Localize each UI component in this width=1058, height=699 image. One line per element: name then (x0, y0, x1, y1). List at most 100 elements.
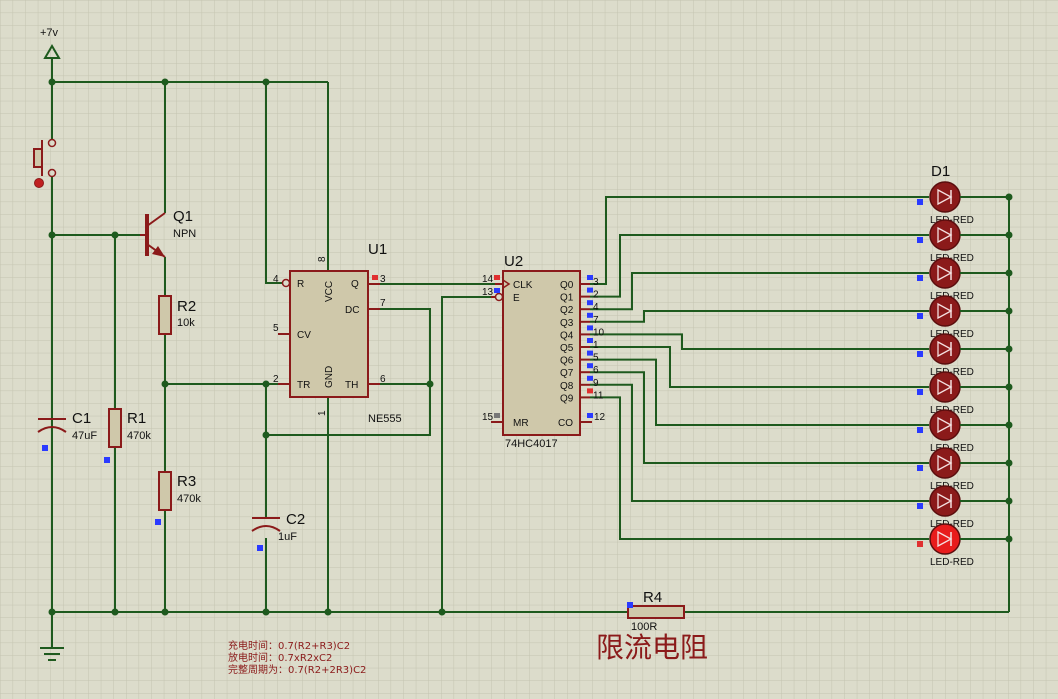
probe-marker (917, 427, 923, 433)
led-5[interactable]: LED-RED (917, 333, 1013, 378)
u2-output-name: Q4 (560, 330, 574, 341)
led-body (929, 219, 961, 251)
led-label: LED-RED (930, 481, 974, 492)
logic-probe (587, 363, 593, 369)
led-body (929, 409, 961, 441)
diode-arrow-icon (937, 264, 953, 282)
logic-probe-low (494, 288, 500, 293)
probe-marker (917, 351, 923, 357)
ic-u1-ne555[interactable]: U1 NE555 R CV TR Q DC TH VCC GND 4 5 2 3… (273, 241, 402, 425)
capacitor-c2[interactable]: C2 1uF (251, 511, 305, 551)
logic-probe (587, 338, 593, 343)
logic-probe-high (494, 275, 500, 280)
junction-dot (1005, 345, 1013, 353)
probe-marker (155, 519, 161, 525)
u1-num-th: 6 (380, 374, 386, 385)
u2-output-pin-number: 3 (593, 277, 599, 288)
u2-num-e: 13 (482, 287, 494, 298)
logic-probe (587, 388, 593, 394)
u2-num-mr: 15 (482, 412, 494, 423)
logic-probe (587, 300, 593, 306)
u1-num-q: 3 (380, 274, 386, 285)
probe-marker (627, 602, 633, 608)
output-wire (590, 234, 929, 298)
u1-num-tr: 2 (273, 374, 279, 385)
u2-output-name: Q1 (560, 293, 574, 304)
ground-terminal (40, 647, 64, 661)
probe-marker (917, 199, 923, 205)
u2-output-name: Q5 (560, 343, 574, 354)
output-wire (590, 196, 929, 285)
junction-dot (1005, 383, 1013, 391)
r4-ref: R4 (643, 589, 662, 606)
probe-marker (257, 545, 263, 551)
push-button-icon[interactable] (34, 178, 44, 188)
note-charge: 充电时间：0.7(R2+R3)C2 (228, 639, 350, 652)
resistor-r3[interactable]: R3 470k (155, 471, 201, 525)
probe-marker (104, 457, 110, 463)
r4-value: 100R (631, 621, 657, 633)
logic-probe (587, 312, 593, 318)
r1-ref: R1 (127, 410, 146, 427)
note-current-limit: 限流电阻 (596, 631, 708, 664)
u1-num-r: 4 (273, 274, 279, 285)
c1-value: 47uF (72, 430, 97, 442)
led-1[interactable]: LED-RED (917, 181, 1013, 226)
r2-value: 10k (177, 317, 195, 329)
led-3[interactable]: LED-RED (917, 257, 1013, 302)
led-8[interactable]: LED-RED (917, 447, 1013, 492)
transistor-q1[interactable]: Q1 NPN (140, 208, 196, 258)
led-4[interactable]: LED-RED (917, 295, 1013, 340)
led-7[interactable]: LED-RED (917, 409, 1013, 454)
logic-probe (587, 275, 593, 280)
u1-pin-cv: CV (297, 330, 311, 341)
u1-pin-vcc: VCC (324, 281, 335, 302)
junction-dot (1005, 231, 1013, 239)
led-10[interactable]: LED-RED (917, 523, 1013, 568)
u1-num-dc: 7 (380, 298, 386, 309)
u2-output-name: Q6 (560, 356, 574, 367)
u2-pin-e: E (513, 293, 520, 304)
probe-marker (917, 541, 923, 547)
led-body (929, 485, 961, 517)
u2-output-pin-number: 6 (593, 365, 599, 376)
q1-value: NPN (173, 228, 196, 240)
logic-probe-high (372, 275, 378, 280)
capacitor-c1[interactable]: C1 47uF (37, 410, 97, 451)
output-wire (590, 396, 929, 540)
note-discharge: 放电时间：0.7xR2xC2 (228, 651, 332, 664)
power-terminal[interactable]: +7v (40, 27, 61, 59)
u2-output-name: Q9 (560, 393, 574, 404)
push-button-switch[interactable] (33, 138, 57, 188)
junction-dot (1005, 459, 1013, 467)
d1-ref: D1 (931, 163, 950, 180)
led-2[interactable]: LED-RED (917, 219, 1013, 264)
u2-output-pin-number: 2 (593, 290, 599, 301)
power-label: +7v (40, 27, 59, 39)
diode-arrow-icon (937, 530, 953, 548)
diode-arrow-icon (937, 454, 953, 472)
resistor-r2[interactable]: R2 10k (158, 295, 196, 335)
u2-output-name: Q2 (560, 305, 574, 316)
resistor-r1[interactable]: R1 470k (104, 408, 151, 463)
logic-probe (587, 350, 593, 356)
logic-probe-float (494, 413, 500, 418)
output-wire (590, 358, 929, 426)
probe-marker (42, 445, 48, 451)
led-body (929, 333, 961, 365)
led-body (929, 257, 961, 289)
led-array[interactable]: LED-REDLED-REDLED-REDLED-REDLED-REDLED-R… (917, 181, 1013, 568)
resistor-r4[interactable]: R4 100R (627, 589, 685, 633)
led-9[interactable]: LED-RED (917, 485, 1013, 530)
u1-pin-q: Q (351, 279, 359, 290)
probe-marker (917, 503, 923, 509)
u1-ref: U1 (368, 241, 387, 258)
u1-num-vcc: 8 (317, 256, 328, 262)
r3-ref: R3 (177, 473, 196, 490)
led-6[interactable]: LED-RED (917, 371, 1013, 416)
u1-pin-gnd: GND (324, 366, 335, 388)
u1-num-gnd: 1 (317, 410, 328, 416)
